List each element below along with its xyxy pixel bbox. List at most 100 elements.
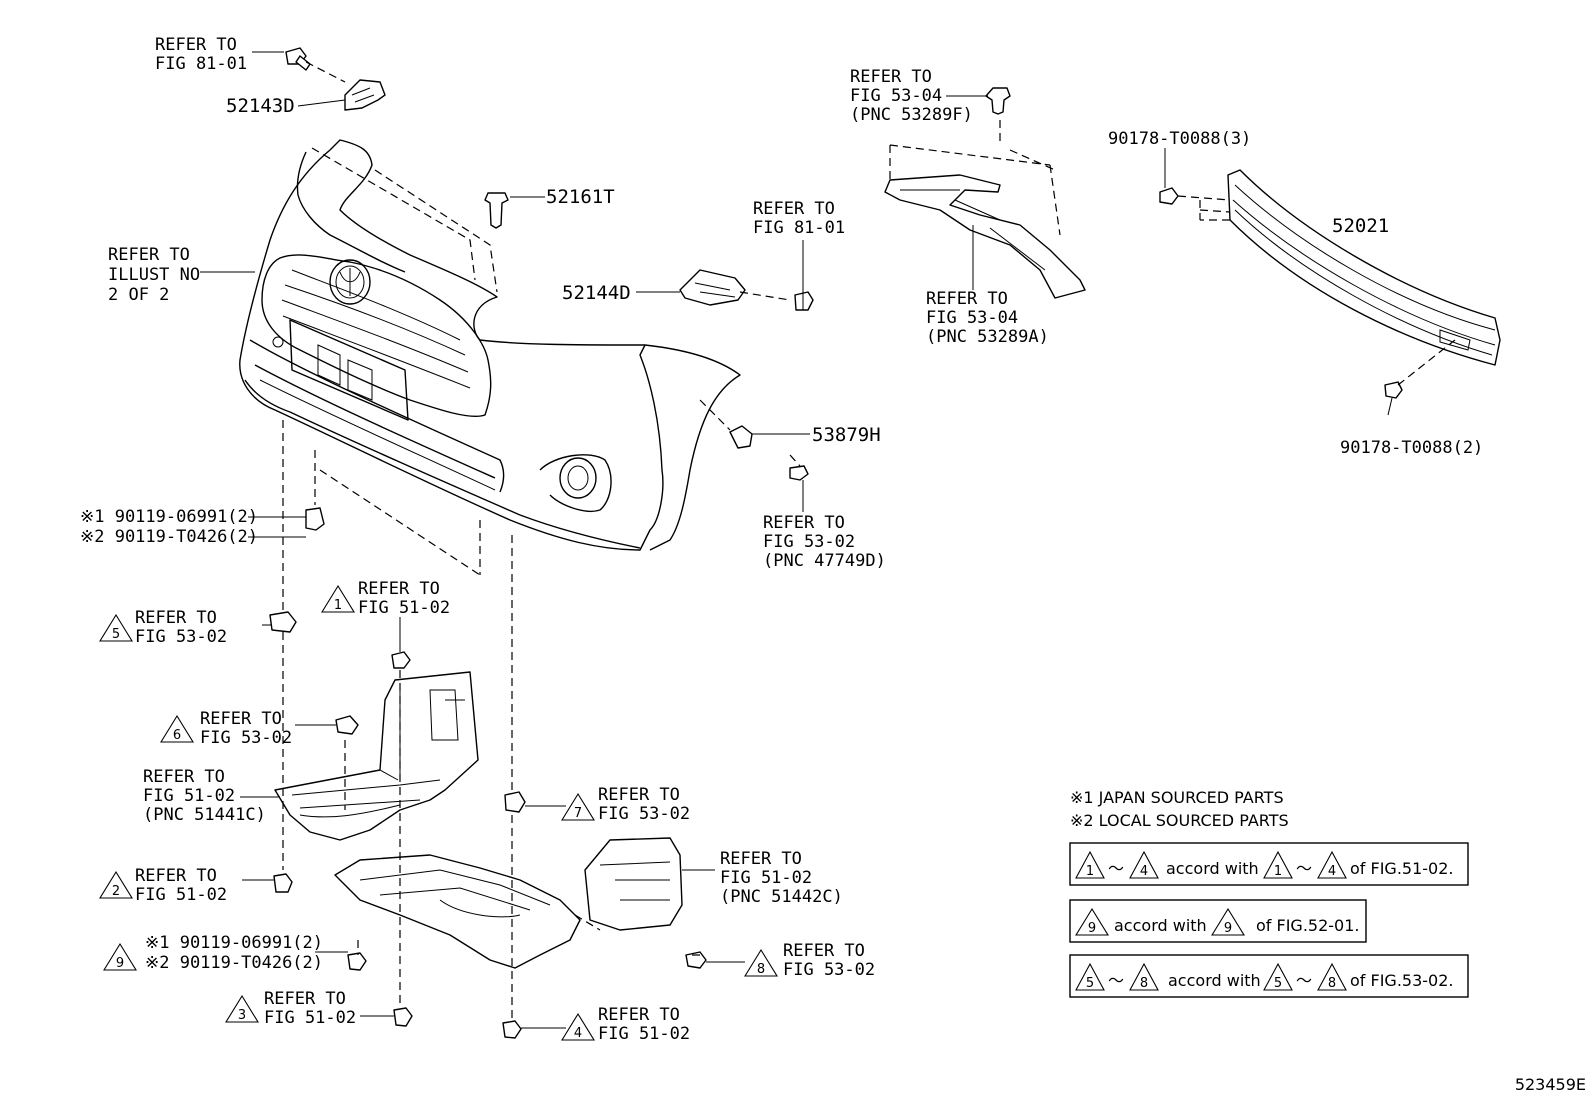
ref-6-num: 6 [173,728,181,743]
legend: 1 ～ 4 accord with 1 ～ 4 of FIG.51-02. 9 … [1069,842,1469,998]
legend-row-1-from: 1 [1086,864,1094,879]
ref-3: 3 REFER TO FIG 51-02 [225,989,356,1028]
ref-8: 8 REFER TO FIG 53-02 [744,941,875,980]
ref-1-line1: REFER TO [358,579,440,599]
refer-fig5102-left-line2: FIG 51-02 [143,786,235,806]
assembly-lines [282,61,801,1020]
ref-6: 6 REFER TO FIG 53-02 [160,709,292,748]
legend-row-1-to-2: 4 [1328,864,1336,879]
notes: ※1 JAPAN SOURCED PARTS ※2 LOCAL SOURCED … [1070,788,1289,830]
part-52144D: 52144D [562,282,631,304]
ref-5-num: 5 [112,627,120,642]
ref-7: 7 REFER TO FIG 53-02 [561,785,690,824]
ref-2: 2 REFER TO FIG 51-02 [99,866,227,905]
bolt-lower-line1: ※1 90119-06991(2) [145,933,323,953]
refer-fig5102-right-line1: REFER TO [720,849,802,869]
ref-4-line1: REFER TO [598,1005,680,1025]
ref-5: 5 REFER TO FIG 53-02 [99,608,227,647]
legend-row-1: 1 ～ 4 accord with 1 ～ 4 of FIG.51-02. [1069,842,1469,886]
refer-fig5102-left-line1: REFER TO [143,767,225,787]
refer-illust-line1: REFER TO [108,245,190,265]
legend-row-3-text: accord with [1168,971,1261,990]
legend-row-1-to: 4 [1140,864,1148,879]
legend-row-1-text: accord with [1166,859,1259,878]
refer-fig5302-pnc-line2: FIG 53-02 [763,532,855,552]
note-japan-sourced: ※1 JAPAN SOURCED PARTS [1070,788,1284,807]
refer-fig8101-mid-line1: REFER TO [753,199,835,219]
part-53879H: 53879H [812,424,881,446]
ref-8-line2: FIG 53-02 [783,960,875,980]
undercover-51442C [334,837,683,969]
refer-fig5304-top-line1: REFER TO [850,67,932,87]
ref-7-line1: REFER TO [598,785,680,805]
legend-row-3-from-2: 5 [1274,976,1282,991]
refer-fig5304-mid-line2: FIG 53-04 [926,308,1018,328]
ref-3-num: 3 [238,1008,246,1023]
ref-2-line2: FIG 51-02 [135,885,227,905]
bracket-52144D [679,269,746,306]
ref-8-line1: REFER TO [783,941,865,961]
legend-row-3-from: 5 [1086,976,1094,991]
ref-3-line2: FIG 51-02 [264,1008,356,1028]
legend-row-3-of: of FIG.53-02. [1350,971,1454,990]
bolt-lower-line2: ※2 90119-T0426(2) [145,953,323,973]
ref-8-num: 8 [757,962,765,977]
legend-row-2: 9 accord with 9 of FIG.52-01. [1069,899,1367,943]
legend-row-3-tilde-2: ～ [1296,971,1312,990]
refer-fig5302-pnc-line1: REFER TO [763,513,845,533]
ref-3-line1: REFER TO [264,989,346,1009]
refer-fig5304-top-line3: (PNC 53289F) [850,105,973,125]
bolt-upper-line2: ※2 90119-T0426(2) [80,527,258,547]
nut-top: 90178-T0088(3) [1108,129,1251,149]
part-52161T: 52161T [546,186,615,208]
bracket-53289 [884,87,1086,299]
drawings [239,47,1501,1039]
legend-row-2-from-2: 9 [1224,921,1232,936]
part-52021: 52021 [1332,215,1389,237]
ref-6-line1: REFER TO [200,709,282,729]
refer-illust-line3: 2 OF 2 [108,285,169,305]
part-52143D: 52143D [226,95,295,117]
legend-row-1-tilde: ～ [1108,859,1124,878]
legend-row-3-tilde: ～ [1108,971,1124,990]
ref-1: 1 REFER TO FIG 51-02 [321,579,450,618]
bumper-cover [239,139,741,551]
undercover-51441C [274,671,479,841]
ref-9-num: 9 [116,956,124,971]
legend-row-1-of: of FIG.51-02. [1350,859,1454,878]
ref-4-line2: FIG 51-02 [598,1024,690,1044]
refer-fig5102-left-line3: (PNC 51441C) [143,805,266,825]
legend-row-3: 5 ～ 8 accord with 5 ～ 8 of FIG.53-02. [1069,954,1469,998]
ref-7-num: 7 [574,806,582,821]
ref-7-line2: FIG 53-02 [598,804,690,824]
refer-fig5302-pnc-line3: (PNC 47749D) [763,551,886,571]
bolt-upper-line1: ※1 90119-06991(2) [80,507,258,527]
refer-fig5304-top-line2: FIG 53-04 [850,86,942,106]
note-local-sourced: ※2 LOCAL SOURCED PARTS [1070,811,1289,830]
legend-row-2-from: 9 [1088,921,1096,936]
legend-row-3-to: 8 [1140,976,1148,991]
refer-fig5304-mid-line1: REFER TO [926,289,1008,309]
small-fasteners [269,507,707,1039]
legend-row-3-to-2: 8 [1328,976,1336,991]
ref-4-num: 4 [574,1026,582,1041]
refer-illust-line2: ILLUST NO [108,265,200,285]
ref-9: 9 ※1 90119-06991(2) ※2 90119-T0426(2) [103,933,323,973]
leader-lines [200,51,1393,1029]
figure-id: 523459E [1515,1075,1586,1094]
bolt-top-refer [285,47,311,71]
reinforcement-52021 [1159,169,1501,399]
refer-fig8101-top-line1: REFER TO [155,35,237,55]
bolt-52144D [794,240,814,311]
ref-1-num: 1 [334,598,342,613]
ref-5-line1: REFER TO [135,608,217,628]
ref-1-line2: FIG 51-02 [358,598,450,618]
bracket-52143D [344,79,386,111]
legend-row-2-of: of FIG.52-01. [1256,916,1360,935]
bracket-53289-dashes [889,120,1061,236]
ref-6-line2: FIG 53-02 [200,728,292,748]
refer-fig8101-mid-line2: FIG 81-01 [753,218,845,238]
nut-bottom: 90178-T0088(2) [1340,438,1483,458]
ref-2-num: 2 [112,884,120,899]
